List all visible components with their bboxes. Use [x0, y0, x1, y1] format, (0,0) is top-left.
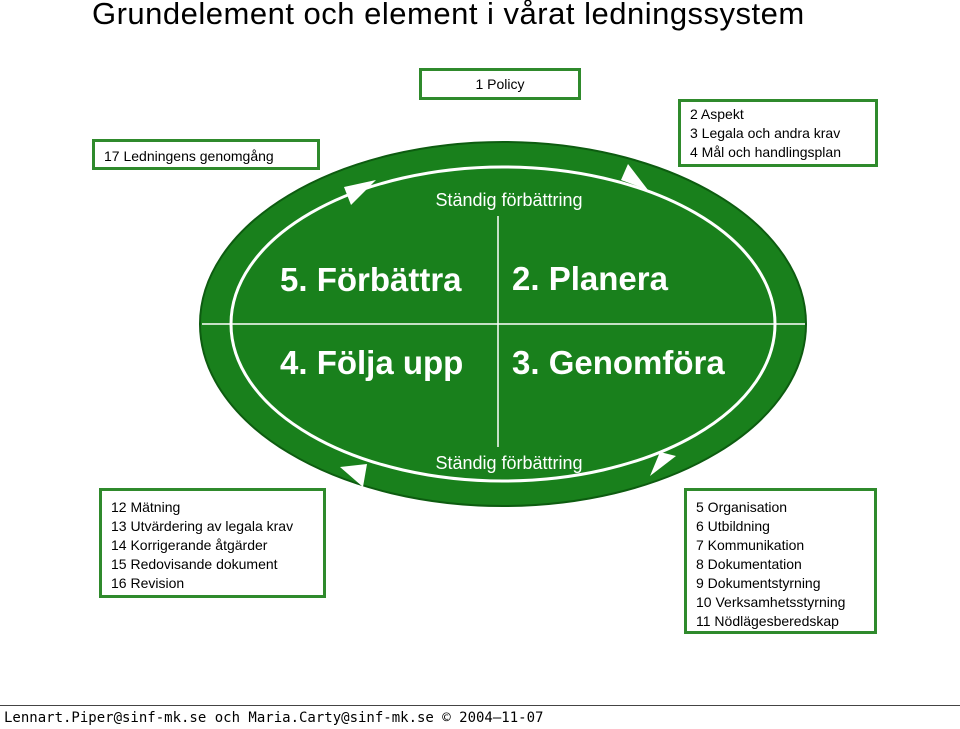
quadrant-plan: 2. Planera — [512, 260, 669, 297]
box-line: 17 Ledningens genomgång — [104, 148, 274, 164]
quadrant-improve: 5. Förbättra — [280, 261, 462, 298]
arrow-bottom-left — [340, 464, 367, 487]
follow-up-elements-box: 12 Mätning 13 Utvärdering av legala krav… — [99, 488, 326, 598]
continuous-improvement-top: Ständig förbättring — [435, 190, 582, 210]
quadrant-follow-up: 4. Följa upp — [280, 344, 463, 381]
arrow-bottom-right — [650, 452, 676, 476]
box-line: 10 Verksamhetsstyrning — [696, 594, 846, 610]
box-line: 11 Nödlägesberedskap — [696, 613, 839, 629]
continuous-improvement-bottom: Ständig förbättring — [435, 453, 582, 473]
box-line: 8 Dokumentation — [696, 556, 802, 572]
box-line: 2 Aspekt — [690, 106, 744, 122]
footer-credits: Lennart.Piper@sinf-mk.se och Maria.Carty… — [4, 710, 544, 726]
management-review-box: 17 Ledningens genomgång — [92, 139, 320, 170]
plan-elements-box: 2 Aspekt 3 Legala och andra krav 4 Mål o… — [678, 99, 878, 167]
box-line: 3 Legala och andra krav — [690, 125, 841, 141]
quadrant-implement: 3. Genomföra — [512, 344, 725, 381]
box-line: 5 Organisation — [696, 499, 788, 515]
footer-divider — [0, 705, 960, 706]
box-line: 16 Revision — [111, 575, 185, 591]
box-line: 12 Mätning — [111, 499, 181, 515]
box-line: 14 Korrigerande åtgärder — [111, 537, 268, 553]
policy-box: 1 Policy — [419, 68, 581, 100]
box-line: 7 Kommunikation — [696, 537, 805, 553]
box-line: 4 Mål och handlingsplan — [690, 144, 841, 160]
box-line: 15 Redovisande dokument — [111, 556, 278, 572]
page-title: Grundelement och element i vårat ledning… — [92, 0, 805, 31]
arrow-top-left — [344, 180, 376, 205]
box-line: 1 Policy — [475, 76, 525, 92]
box-line: 13 Utvärdering av legala krav — [111, 518, 294, 534]
arrow-top-right — [621, 164, 648, 190]
box-line: 6 Utbildning — [696, 518, 770, 534]
implement-elements-box: 5 Organisation 6 Utbildning 7 Kommunikat… — [684, 488, 877, 634]
box-line: 9 Dokumentstyrning — [696, 575, 821, 591]
